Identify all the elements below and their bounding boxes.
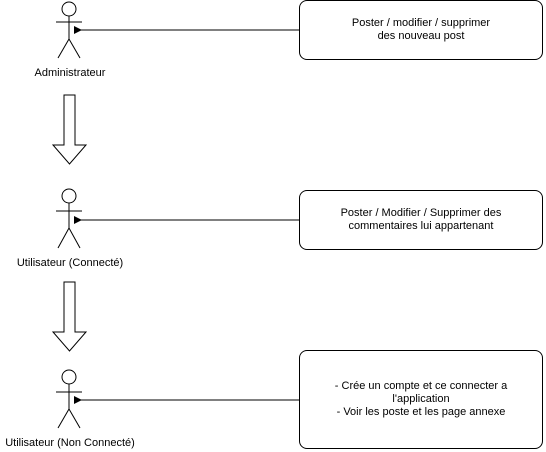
box-admin-line-1: Poster / modifier / supprimer [351,17,491,29]
box-non-connecte-line-3: - Voir les poste et les page annexe [336,406,506,418]
box-non-connecte-actions[interactable]: - Crée un compte et ce connecter a l'app… [299,350,543,449]
actor-label-utilisateur-connecte: Utilisateur (Connecté) [16,257,124,269]
box-non-connecte-line-2: l'application [392,393,450,405]
box-admin-line-2: des nouveau post [377,30,465,42]
actor-utilisateur-non-connecte-figure[interactable] [56,369,82,429]
down-arrow-1 [51,94,88,165]
actor-utilisateur-connecte-figure[interactable] [56,188,82,249]
box-admin-actions[interactable]: Poster / modifier / supprimer des nouvea… [299,0,543,60]
actor-label-administrateur: Administrateur [34,67,106,79]
box-connecte-line-2: commentaires lui appartenant [348,220,494,232]
box-non-connecte-line-1: - Crée un compte et ce connecter a [334,380,508,392]
actor-administrateur-figure[interactable] [56,1,82,59]
box-connecte-actions[interactable]: Poster / Modifier / Supprimer des commen… [299,190,543,250]
box-connecte-line-1: Poster / Modifier / Supprimer des [340,207,502,219]
actor-label-utilisateur-non-connecte: Utilisateur (Non Connecté) [5,437,135,449]
down-arrow-2 [51,281,88,352]
